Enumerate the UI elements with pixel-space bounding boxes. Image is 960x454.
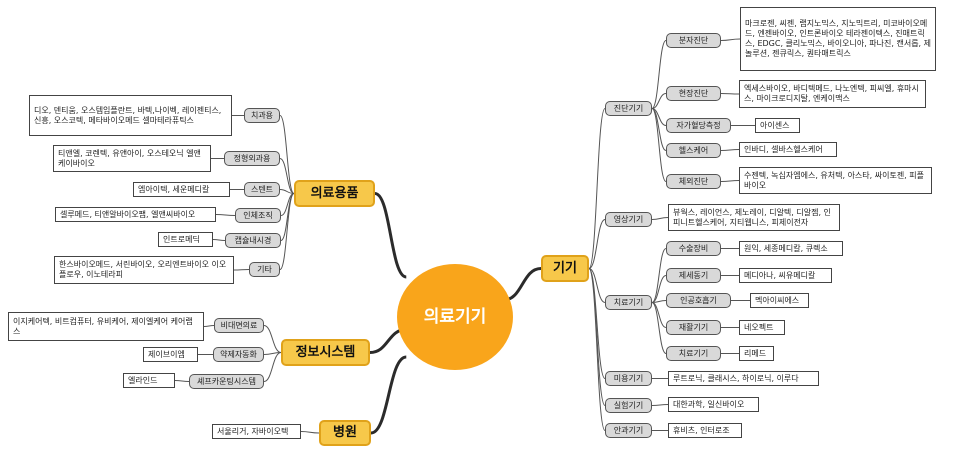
- leaf-l-beauty: 루트로닉, 클래시스, 하이로닉, 이루다: [668, 371, 819, 386]
- leaf-l-dental: 디오, 덴티움, 오스템임플란트, 바텍,나이벡, 레이젠티스, 신흥, 오스코…: [29, 95, 232, 136]
- connector-s-surg: [651, 248, 667, 303]
- leaf-l-treat: 리메드: [739, 346, 774, 361]
- branch-s-lab: 실험기기: [605, 398, 652, 413]
- connector-s-etc: [279, 193, 295, 270]
- branch-s-manuf: 제세동기: [666, 268, 721, 283]
- topic-m-equip: 의료용품: [294, 180, 375, 207]
- branch-s-treat: 치료기기: [666, 346, 721, 361]
- branch-s-beauty: 미용기기: [605, 371, 652, 386]
- branch-s-poc: 현장진단: [666, 86, 721, 101]
- leaf-l-contact: 이지케어텍, 비트컴퓨터, 유비케어, 제이엘케어 케어랩스: [8, 312, 204, 341]
- connector-l-poc: [720, 93, 740, 95]
- branch-s-capsule: 캡슐내시경: [225, 233, 281, 248]
- leaf-l-etc: 한스바이오메드, 서린바이오, 오리엔트바이오 이오플로우, 이노테라피: [54, 256, 234, 284]
- branch-s-rx: 약제자동화: [213, 347, 264, 362]
- connector-m-equip: [374, 192, 407, 279]
- leaf-l-lab: 대한과학, 일신바이오: [668, 397, 759, 412]
- connector-l-capsule: [212, 239, 226, 241]
- leaf-l-rx: 제이브이엠: [143, 347, 198, 362]
- connector-l-imaging: [651, 217, 669, 220]
- branch-s-health: 헬스케어: [666, 143, 721, 158]
- leaf-l-manuf: 메디아나, 씨유메디칼: [739, 268, 832, 283]
- leaf-l-health: 인바디, 셀바스헬스케어: [739, 142, 837, 157]
- leaf-l-poc: 엑세스바이오, 바디텍메드, 나노엔텍, 피씨엘, 휴마시스, 마이크로디지탈,…: [739, 80, 926, 108]
- connector-s-manuf: [651, 275, 667, 303]
- connector-l-ivd: [720, 180, 740, 182]
- branch-s-tissue: 인체조직: [235, 208, 281, 223]
- topic-m-hosp: 병원: [319, 420, 371, 446]
- connector-s-rehab: [651, 302, 667, 328]
- branch-s-dental: 치과용: [244, 108, 280, 123]
- branch-s-rehab: 재활기기: [666, 320, 721, 335]
- branch-s-stent: 스텐트: [244, 182, 280, 197]
- connector-s-lab: [588, 268, 606, 406]
- branch-s-eye: 안과기기: [605, 423, 652, 438]
- topic-m-info: 정보시스템: [281, 339, 370, 366]
- branch-s-diag: 진단기기: [605, 101, 652, 116]
- connector-s-poc: [651, 93, 667, 109]
- connector-s-ivd: [651, 108, 667, 182]
- connector-l-mol: [720, 38, 741, 41]
- leaf-l-mol: 마크로젠, 씨젠, 랩지노믹스, 지노믹트리, 미코바이오메드, 엔젠바이오, …: [740, 7, 936, 71]
- branch-s-etc: 기타: [249, 262, 280, 277]
- leaf-l-ivd: 수젠텍, 녹십자엠에스, 유처텍, 아스타, 싸이토젠, 피플바이오: [739, 167, 932, 194]
- branch-s-therapy: 치료기기: [605, 295, 652, 310]
- leaf-l-stent: 엠아이텍, 세운메디칼: [133, 182, 230, 197]
- leaf-l-surg: 원익, 세종메디칼, 큐렉소: [739, 241, 843, 256]
- connector-s-imaging: [588, 219, 606, 269]
- connector-m-dev: [503, 267, 542, 302]
- connector-l-hosp: [300, 431, 320, 434]
- leaf-l-rehab: 네오펙트: [739, 320, 785, 335]
- connector-s-contact: [263, 325, 282, 353]
- connector-l-etc: [233, 269, 250, 271]
- connector-s-dental: [279, 115, 295, 194]
- connector-s-eye: [588, 268, 606, 431]
- branch-s-ivd: 체외진단: [666, 174, 721, 189]
- branch-s-glu: 자가혈당측정: [666, 118, 731, 133]
- branch-s-selfpay: 셰프카운팅시스템: [189, 374, 264, 389]
- connector-l-lab: [651, 404, 669, 406]
- connector-s-capsule: [280, 193, 295, 241]
- connector-l-contact: [203, 325, 215, 327]
- leaf-l-eye: 휴비츠, 인터로조: [668, 423, 742, 438]
- connector-s-stent: [279, 189, 295, 194]
- leaf-l-selfpay: 엘라인드: [123, 373, 175, 388]
- branch-s-contact: 비대면의료: [214, 318, 264, 333]
- connector-l-tissue: [215, 214, 236, 216]
- connector-s-therapy: [588, 268, 606, 303]
- leaf-l-tissue: 셀루메드, 티앤알바이오팹, 엘앤씨바이오: [55, 207, 216, 222]
- branch-s-resp: 인공호흡기: [666, 293, 731, 308]
- connector-m-hosp: [370, 355, 407, 435]
- topic-center: 의료기기: [397, 264, 513, 370]
- leaf-l-capsule: 인트로메딕: [158, 232, 213, 247]
- connector-l-health: [720, 149, 740, 151]
- leaf-l-imaging: 뷰웍스, 레이언스, 제노레이, 디알텍, 디알젬, 인피니트헬스케어, 지티웹…: [668, 204, 840, 231]
- leaf-l-ortho: 티앤엘, 코렌텍, 유앤아이, 오스테오닉 엘앤케이바이오: [53, 145, 211, 172]
- connector-s-selfpay: [263, 352, 282, 382]
- leaf-l-resp: 멕아이씨에스: [750, 293, 809, 308]
- leaf-l-glu: 아이센스: [755, 118, 800, 133]
- branch-s-ortho: 정형외과용: [224, 151, 280, 166]
- connector-s-ortho: [279, 158, 295, 194]
- connector-l-selfpay: [174, 380, 190, 382]
- branch-s-imaging: 영상기기: [605, 212, 652, 227]
- leaf-l-hosp: 서울리거, 자바이오텍: [212, 424, 301, 439]
- branch-s-surg: 수술장비: [666, 241, 721, 256]
- connector-s-treat: [651, 302, 667, 354]
- branch-s-mol: 분자진단: [666, 33, 721, 48]
- topic-m-dev: 기기: [541, 255, 589, 282]
- connector-s-diag: [588, 108, 606, 269]
- connector-s-mol: [651, 40, 667, 109]
